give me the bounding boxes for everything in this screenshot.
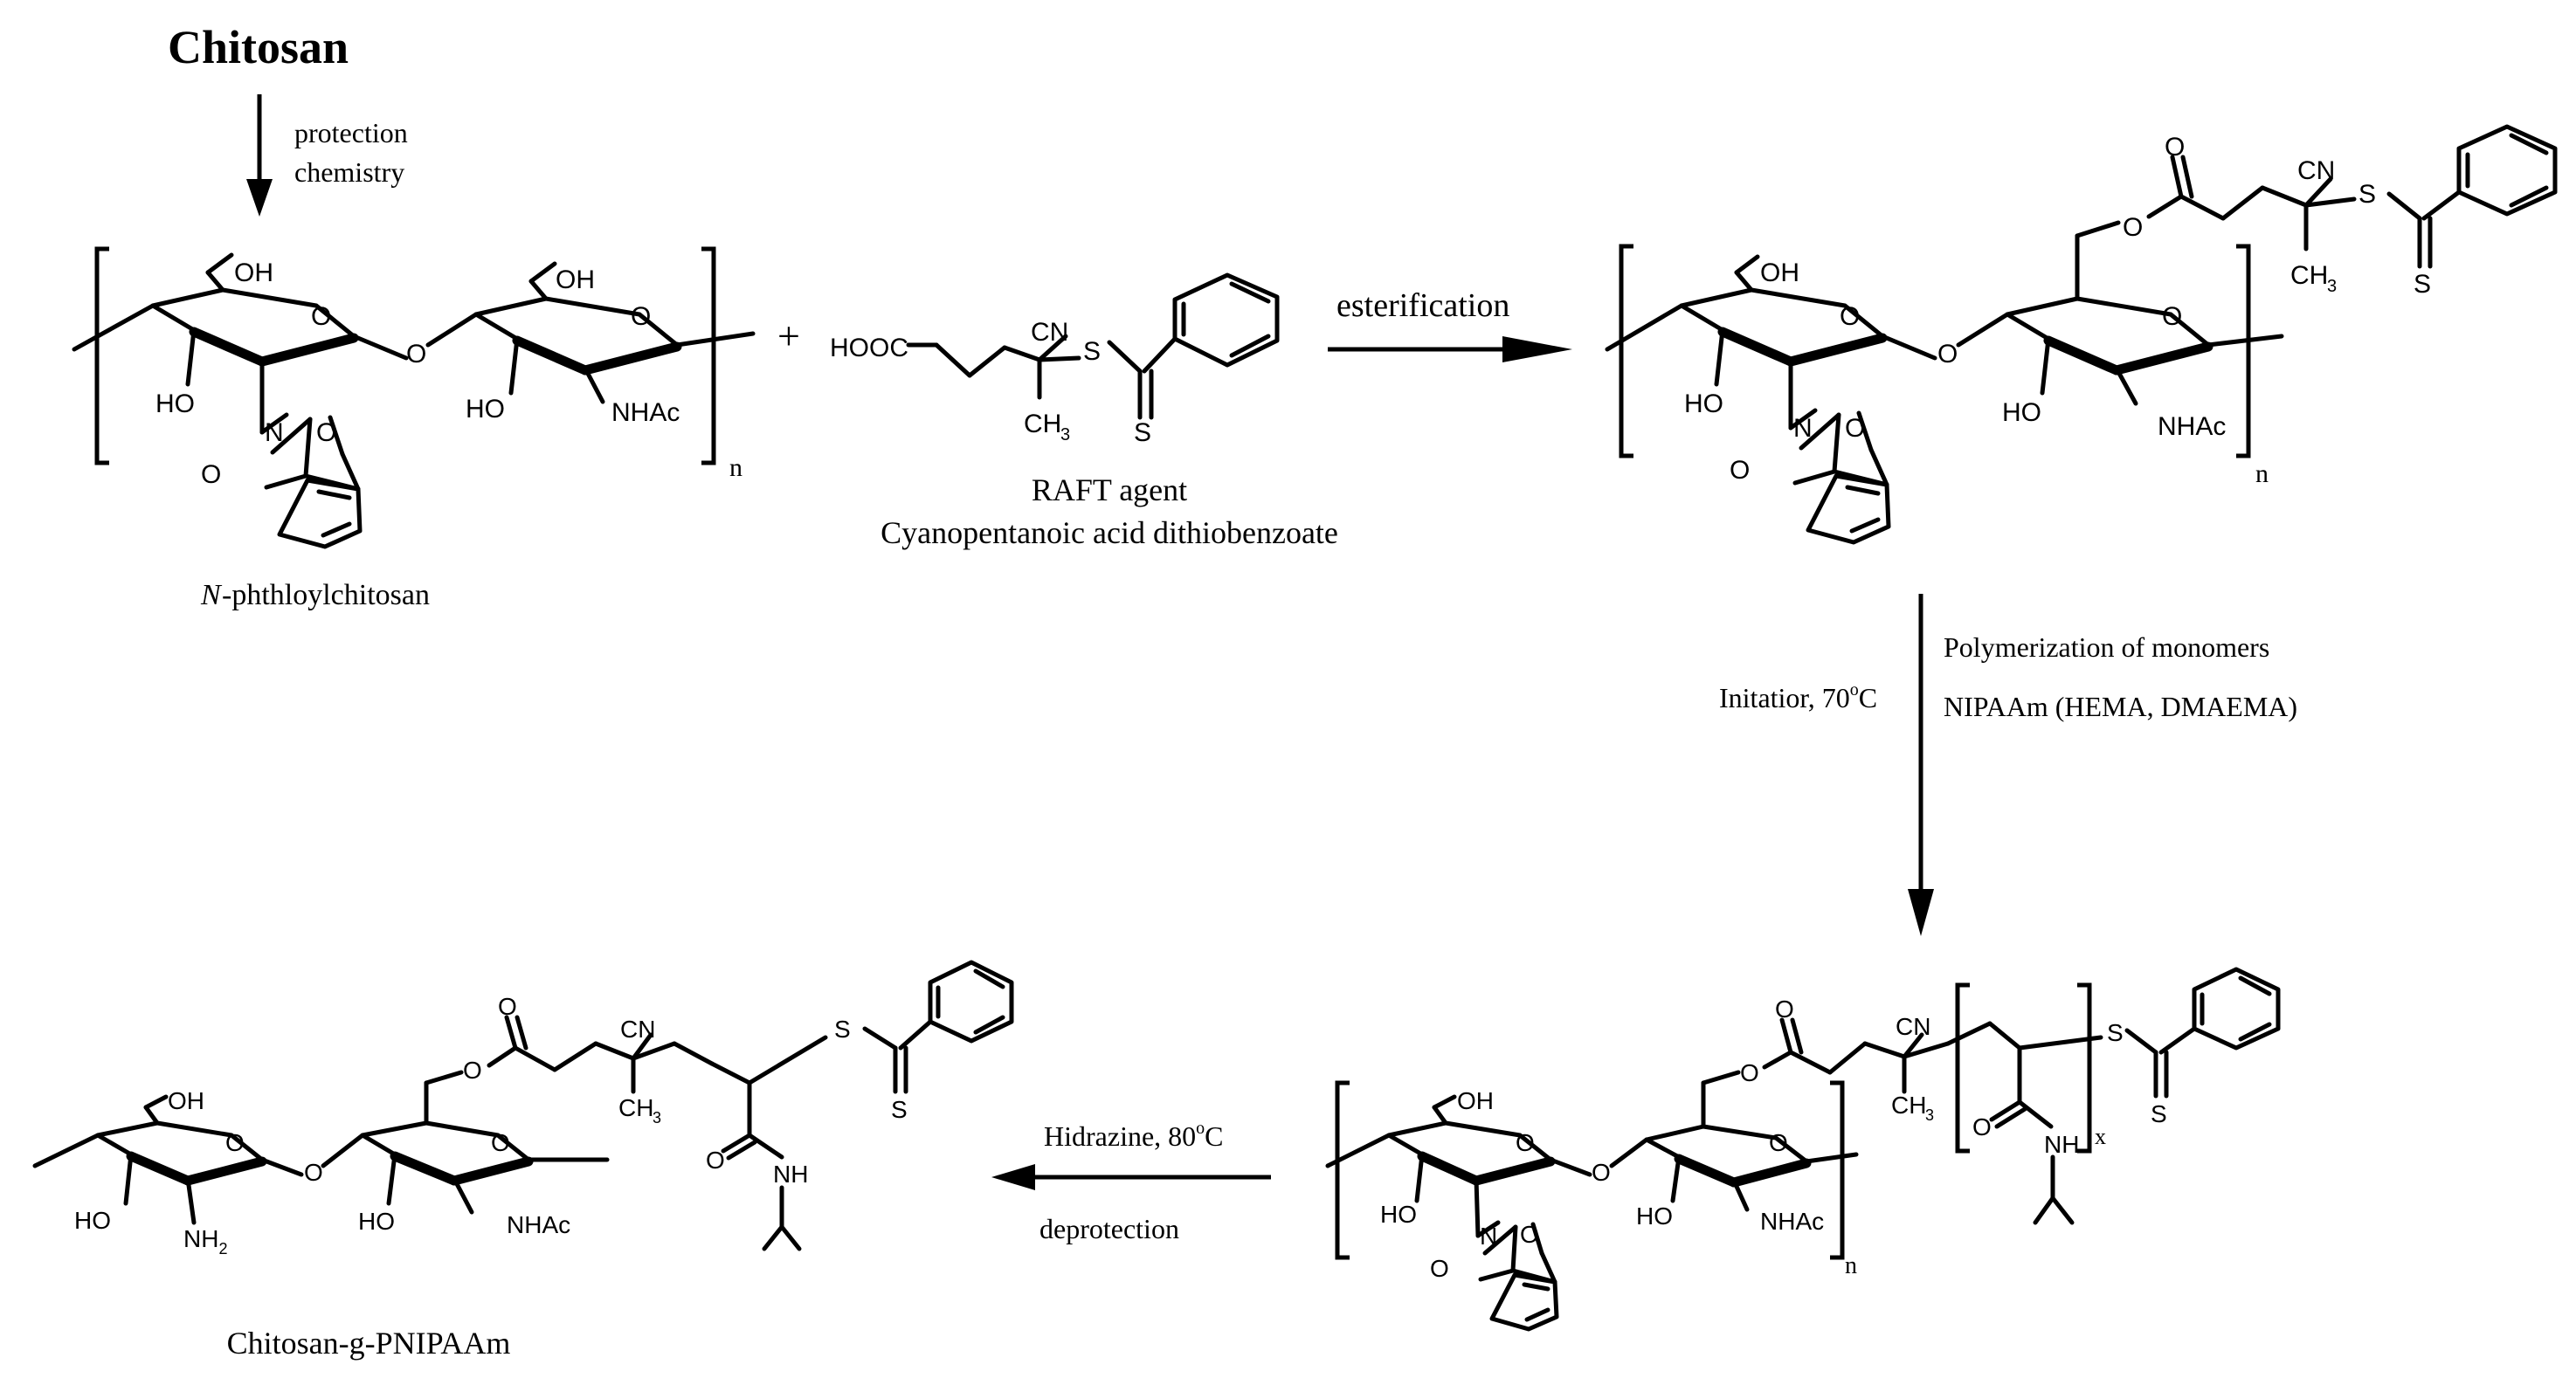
svg-text:HO: HO [74, 1207, 111, 1234]
svg-text:HO: HO [1684, 389, 1723, 418]
svg-text:NH2: NH2 [183, 1225, 227, 1258]
polymerization-label: Polymerization of monomers [1944, 631, 2269, 663]
svg-text:3: 3 [1925, 1106, 1934, 1124]
svg-text:3: 3 [1060, 425, 1070, 444]
svg-text:S: S [2414, 270, 2431, 299]
svg-text:HO: HO [2002, 398, 2041, 427]
svg-text:O: O [1740, 1059, 1759, 1086]
svg-text:O: O [1775, 996, 1794, 1023]
svg-text:CN: CN [1031, 318, 1068, 347]
product-name: Chitosan-g-PNIPAAm [227, 1326, 511, 1361]
svg-text:HO: HO [466, 395, 505, 424]
svg-text:CN: CN [620, 1016, 655, 1043]
svg-text:O: O [2123, 213, 2143, 242]
svg-text:O: O [498, 993, 517, 1020]
svg-text:O: O [631, 302, 651, 331]
svg-text:O: O [1516, 1129, 1535, 1156]
compound-n-phthaloylchitosan: OH O HO N O O O OH O HO NHAc n [72, 246, 756, 549]
svg-text:O: O [1845, 414, 1865, 443]
compound-chitosan-raft: OH O HO N O O O O O O HO NHAc CN S CH 3 … [1605, 124, 2558, 545]
svg-text:O: O [491, 1129, 510, 1156]
protection-arrow [246, 94, 273, 217]
raft-agent-name: Cyanopentanoic acid dithiobenzoate [881, 515, 1338, 550]
svg-text:O: O [1730, 456, 1750, 485]
svg-text:O: O [1592, 1159, 1611, 1186]
svg-text:x: x [2095, 1124, 2106, 1149]
svg-text:O: O [1430, 1255, 1449, 1282]
svg-text:S: S [1134, 418, 1151, 447]
svg-text:3: 3 [2327, 277, 2337, 296]
svg-text:S: S [1083, 337, 1101, 366]
svg-text:S: S [2151, 1100, 2167, 1127]
raft-agent-label: RAFT agent [1032, 472, 1187, 507]
deprotection-arrow [991, 1164, 1271, 1190]
compound1-name: -phthloylchitosan [222, 579, 430, 611]
svg-text:HO: HO [155, 389, 195, 418]
svg-text:HO: HO [1380, 1201, 1417, 1228]
svg-text:O: O [1769, 1129, 1788, 1156]
svg-text:HO: HO [358, 1208, 395, 1235]
svg-text:S: S [891, 1096, 908, 1123]
plus-sign: + [777, 314, 800, 358]
protection-label-2: chemistry [294, 156, 404, 188]
svg-text:S: S [2358, 180, 2376, 209]
svg-text:OH: OH [1457, 1087, 1494, 1114]
svg-text:N: N [1793, 414, 1813, 443]
svg-text:O: O [1840, 302, 1860, 331]
svg-text:NHAc: NHAc [611, 398, 680, 427]
svg-text:O: O [406, 340, 426, 369]
svg-text:NH: NH [2044, 1131, 2079, 1158]
svg-text:n: n [729, 453, 742, 482]
svg-text:NHAc: NHAc [507, 1211, 570, 1238]
svg-text:NH: NH [773, 1161, 808, 1188]
svg-text:NHAc: NHAc [2158, 412, 2226, 441]
svg-text:CN: CN [1896, 1013, 1930, 1040]
svg-text:OH: OH [234, 258, 273, 287]
svg-text:OH: OH [168, 1087, 204, 1114]
initiator-label: Initatior, 70oC [1719, 680, 1877, 713]
svg-text:O: O [201, 460, 221, 489]
svg-text:O: O [706, 1147, 725, 1174]
svg-text:O: O [1937, 340, 1958, 369]
svg-text:N: N [1480, 1223, 1497, 1250]
svg-text:n: n [1845, 1252, 1857, 1279]
svg-text:S: S [834, 1016, 851, 1043]
svg-text:O: O [463, 1057, 482, 1084]
compound-protected-graft-copolymer: OH O HO N O O O O O O HO NHAc CN CH 3 O … [1325, 967, 2281, 1332]
raft-agent-structure: HOOC CN S CH 3 S [830, 272, 1280, 447]
svg-text:NHAc: NHAc [1760, 1208, 1824, 1235]
svg-text:O: O [1972, 1113, 1992, 1140]
svg-text:CH: CH [2290, 261, 2328, 290]
svg-text:HOOC: HOOC [830, 334, 908, 362]
svg-text:S: S [2107, 1019, 2124, 1046]
scheme-title: Chitosan [168, 21, 349, 73]
svg-text:O: O [311, 302, 331, 331]
svg-text:N: N [265, 418, 284, 447]
svg-text:n: n [2255, 459, 2269, 488]
svg-text:3: 3 [653, 1109, 661, 1127]
esterification-label: esterification [1336, 287, 1509, 324]
hydrazine-label: Hidrazine, 80oC [1044, 1119, 1224, 1152]
compound-chitosan-g-pnipaam: OH O HO NH2 O O O O HO NHAc CN CH 3 O NH… [32, 960, 1014, 1258]
svg-text:O: O [225, 1129, 245, 1156]
polymerization-arrow [1908, 594, 1934, 936]
svg-text:O: O [1520, 1221, 1539, 1248]
svg-text:HO: HO [1636, 1202, 1673, 1230]
svg-text:CN: CN [2297, 156, 2335, 185]
svg-text:O: O [2165, 133, 2185, 162]
svg-text:OH: OH [556, 265, 595, 294]
compound1-name-prefix: N [200, 579, 223, 611]
svg-text:O: O [316, 418, 336, 447]
svg-text:O: O [2162, 302, 2182, 331]
esterification-arrow [1328, 336, 1572, 362]
svg-text:CH: CH [1891, 1092, 1926, 1119]
svg-text:O: O [304, 1159, 323, 1186]
deprotection-label: deprotection [1039, 1213, 1179, 1244]
svg-text:CH: CH [618, 1094, 653, 1121]
svg-text:CH: CH [1024, 410, 1061, 438]
protection-label-1: protection [294, 117, 408, 148]
svg-text:OH: OH [1760, 258, 1799, 287]
monomers-label: NIPAAm (HEMA, DMAEMA) [1944, 691, 2297, 722]
